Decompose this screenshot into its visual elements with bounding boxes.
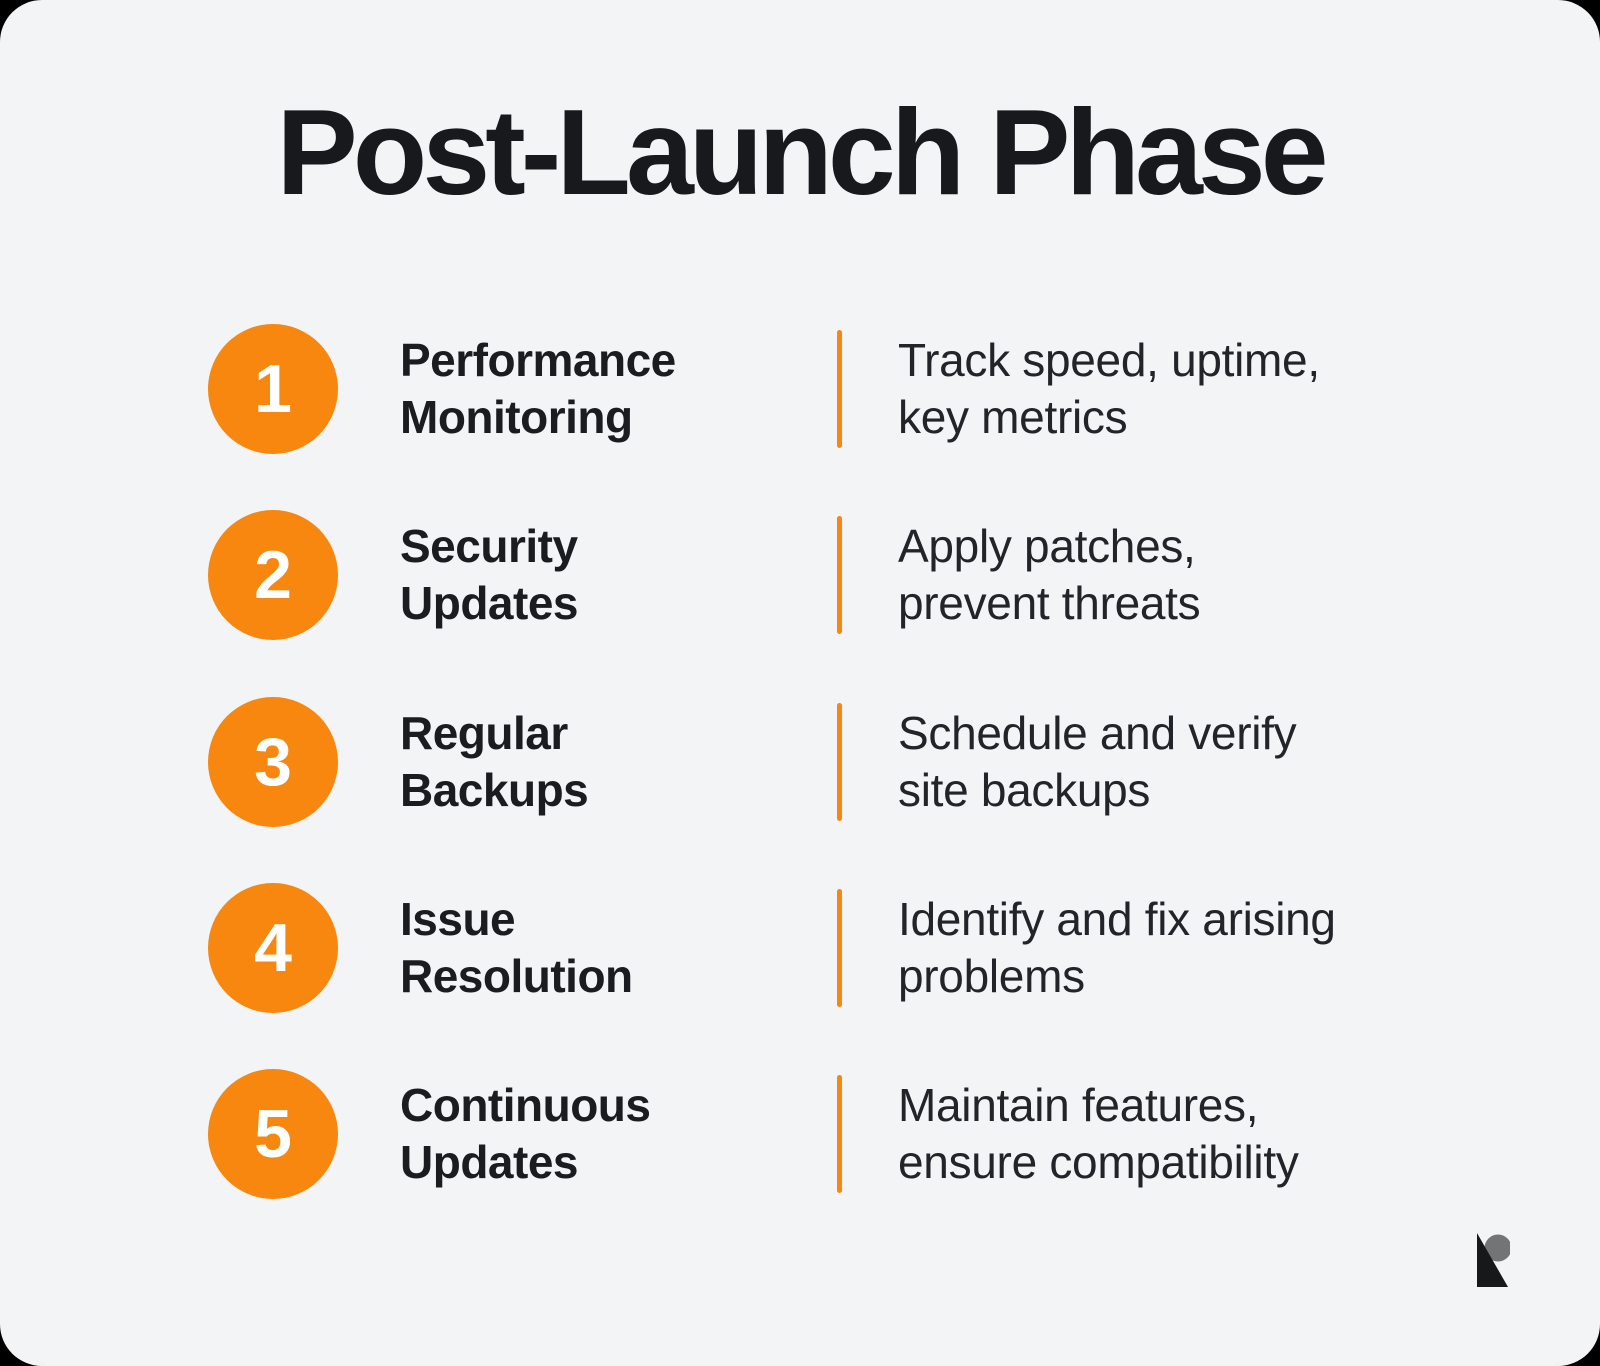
step-description-line: key metrics [898,391,1128,443]
step-row-3: 3 Regular Backups Schedule and verify si… [0,696,1600,828]
step-divider [837,330,842,448]
step-description-line: Track speed, uptime, [898,334,1320,386]
step-description-line: Apply patches, [898,520,1196,572]
step-title: Performance Monitoring [400,332,676,446]
step-number: 1 [254,351,292,427]
step-divider [837,703,842,821]
step-description: Maintain features, ensure compatibility [898,1077,1299,1191]
step-number-badge: 2 [208,510,338,640]
step-description-line: problems [898,950,1085,1002]
step-number: 4 [254,910,292,986]
brand-r-logo-icon [1477,1232,1512,1287]
step-description-line: Schedule and verify [898,707,1297,759]
step-title-line: Resolution [400,950,633,1002]
step-description-line: ensure compatibility [898,1136,1299,1188]
step-title-line: Issue [400,893,516,945]
step-row-4: 4 Issue Resolution Identify and fix aris… [0,882,1600,1014]
step-divider [837,889,842,1007]
step-title: Regular Backups [400,705,589,819]
step-title-line: Performance [400,334,676,386]
step-title-line: Regular [400,707,568,759]
step-number-badge: 3 [208,697,338,827]
step-row-2: 2 Security Updates Apply patches, preven… [0,509,1600,641]
step-title-line: Updates [400,1136,578,1188]
step-description-line: Identify and fix arising [898,893,1336,945]
step-title-line: Monitoring [400,391,633,443]
step-description: Schedule and verify site backups [898,705,1297,819]
step-divider [837,516,842,634]
step-title: Issue Resolution [400,891,633,1005]
step-description: Apply patches, prevent threats [898,518,1201,632]
step-title-line: Backups [400,764,589,816]
step-number: 3 [254,724,292,800]
step-title: Security Updates [400,518,578,632]
step-title-line: Updates [400,577,578,629]
step-divider [837,1075,842,1193]
page-title: Post-Launch Phase [276,84,1328,220]
step-row-1: 1 Performance Monitoring Track speed, up… [0,323,1600,455]
step-title-line: Security [400,520,578,572]
step-description: Identify and fix arising problems [898,891,1336,1005]
step-number: 2 [254,537,292,613]
step-number: 5 [254,1096,292,1172]
step-description-line: prevent threats [898,577,1201,629]
step-number-badge: 1 [208,324,338,454]
step-number-badge: 4 [208,883,338,1013]
step-row-5: 5 Continuous Updates Maintain features, … [0,1068,1600,1200]
step-number-badge: 5 [208,1069,338,1199]
step-description-line: Maintain features, [898,1079,1259,1131]
step-description: Track speed, uptime, key metrics [898,332,1320,446]
step-title-line: Continuous [400,1079,651,1131]
step-description-line: site backups [898,764,1151,816]
step-title: Continuous Updates [400,1077,651,1191]
